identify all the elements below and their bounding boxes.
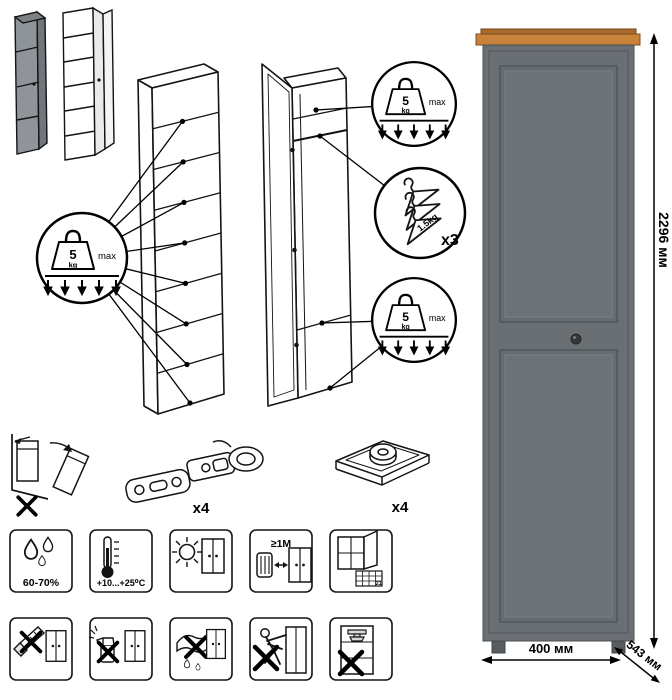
bottom-shelf-load-callout <box>370 276 458 364</box>
wardrobe-pictogram <box>124 630 146 662</box>
calendar-day-label: 21 <box>376 581 382 587</box>
wireframe-shelf-cabinet <box>137 63 225 415</box>
wireframe-open-cabinet <box>261 63 353 407</box>
dimension-height: 2296 мм <box>650 33 672 649</box>
no-sharp-tools-icon <box>9 617 73 681</box>
humidity-label: 60-70% <box>23 577 60 589</box>
thumbnail-cabinet-closed <box>13 10 48 155</box>
width-dimension-label: 400 мм <box>529 641 574 656</box>
hinge-count-label: x4 <box>193 500 210 517</box>
thumbnail-cabinet-open <box>62 6 115 161</box>
mounting-bracket-icon: x4 <box>335 440 430 516</box>
temperature-label: +10...+25⁰C <box>97 578 146 588</box>
height-dimension-label: 2296 мм <box>656 212 672 268</box>
heat-distance-icon: ≥1М <box>249 529 313 593</box>
anvil-icon <box>347 629 367 642</box>
wardrobe-foot-left <box>491 640 506 654</box>
no-heavy-load-icon <box>329 617 393 681</box>
no-spray-icon <box>88 617 153 681</box>
distance-label: ≥1М <box>271 538 292 550</box>
sun-rays <box>172 537 202 567</box>
wardrobe-pictogram <box>288 547 312 583</box>
cross-icon <box>16 495 38 517</box>
no-climbing-icon <box>249 617 313 681</box>
wardrobe-door <box>488 50 629 634</box>
ventilation-icon: 21 <box>329 529 393 593</box>
top-shelf-load-callout <box>370 60 458 148</box>
door-knob <box>570 333 582 345</box>
shelf-load-callout <box>35 211 129 305</box>
wardrobe-pictogram <box>206 628 226 660</box>
hanger-load-callout: 1.5kg x3 <box>373 166 467 260</box>
humidity-icon: 60-70% <box>9 529 73 593</box>
shelf-dots <box>179 118 193 406</box>
no-wet-cloth-icon <box>169 617 233 681</box>
depth-dimension-label: 543 мм <box>624 637 665 673</box>
anti-tip-warning-icon <box>11 434 90 517</box>
wardrobe-top-board <box>475 33 641 46</box>
bracket-count-label: x4 <box>392 499 409 516</box>
sunlight-icon <box>169 529 233 593</box>
dimension-width: 400 мм <box>481 641 621 664</box>
temperature-icon: +10...+25⁰C <box>89 529 153 593</box>
wardrobe-pictogram <box>201 538 225 574</box>
hinge-icon: x4 <box>125 440 264 517</box>
wardrobe-pictogram <box>45 630 67 662</box>
hanger-count-label: x3 <box>441 232 459 249</box>
open-cabinet-dots <box>313 107 333 391</box>
wardrobe-product <box>475 28 641 654</box>
